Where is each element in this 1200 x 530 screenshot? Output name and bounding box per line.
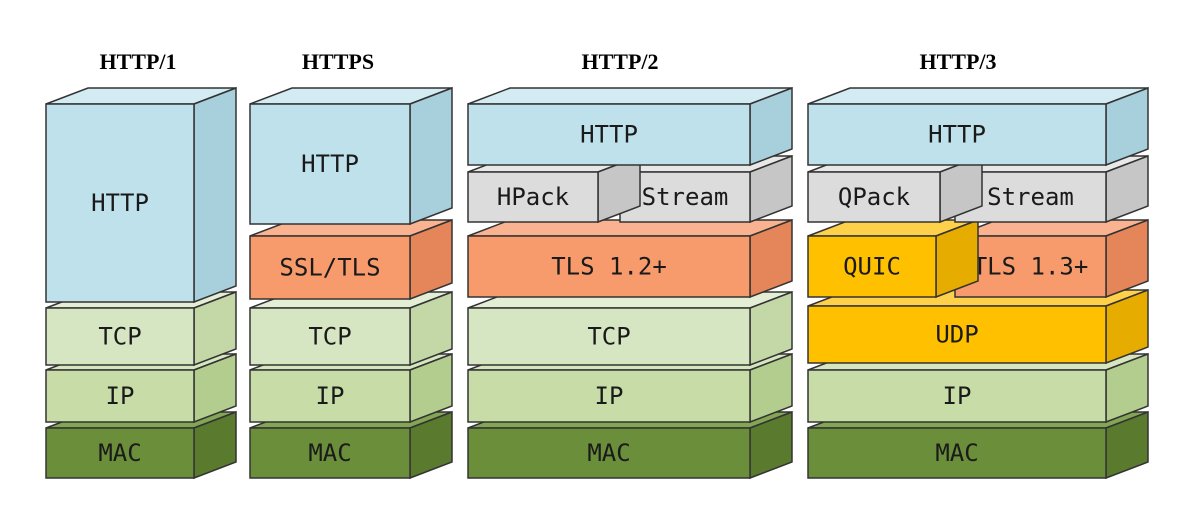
layer-block-http3-stream: Stream	[954, 154, 1149, 224]
layer-label-http2-ip: IP	[595, 382, 624, 410]
layer-label-http2-hpack: HPack	[497, 183, 570, 211]
stack-title-http2: HTTP/2	[581, 49, 658, 74]
layer-side-face	[193, 86, 237, 304]
layer-front-face	[249, 307, 411, 366]
layer-front-face	[249, 369, 411, 423]
layer-block-http2-stream: Stream	[619, 154, 793, 224]
layer-block-http3-qpack: QPack	[807, 154, 983, 224]
layer-top-face	[807, 87, 1149, 105]
layer-front-face	[807, 305, 1107, 364]
layer-block-http3-tls: TLS 1.3+	[954, 218, 1149, 299]
layer-block-https-tcp: TCP	[249, 290, 453, 367]
layer-label-https-ip: IP	[316, 382, 345, 410]
layer-block-https-ssl: SSL/TLS	[249, 218, 453, 301]
layer-block-http3-ip: IP	[807, 352, 1149, 424]
layer-front-face	[467, 369, 751, 423]
layer-front-face	[467, 427, 751, 479]
layer-block-http1-tcp: TCP	[45, 290, 237, 367]
layer-block-http2-tls: TLS 1.2+	[467, 218, 793, 299]
layer-side-face	[409, 86, 453, 226]
layer-front-face	[467, 171, 599, 223]
layer-front-face	[249, 103, 411, 225]
layer-label-http3-qpack: QPack	[838, 183, 911, 211]
layer-block-http3-http: HTTP	[807, 86, 1149, 167]
layer-front-face	[45, 103, 195, 303]
layer-label-http3-quic: QUIC	[843, 253, 901, 281]
layer-label-http2-http: HTTP	[580, 121, 638, 149]
layer-top-face	[467, 87, 793, 105]
layer-label-http3-stream: Stream	[987, 183, 1074, 211]
layer-block-https-http: HTTP	[249, 86, 453, 226]
layer-front-face	[807, 235, 937, 298]
layer-label-http3-mac: MAC	[935, 439, 978, 467]
layer-label-https-tcp: TCP	[308, 323, 351, 351]
layer-front-face	[807, 369, 1107, 423]
layer-label-http3-udp: UDP	[935, 321, 978, 349]
layer-label-http3-tls: TLS 1.3+	[973, 253, 1089, 281]
layer-label-http1-tcp: TCP	[98, 323, 141, 351]
layer-front-face	[249, 235, 411, 300]
layer-front-face	[807, 103, 1107, 166]
layer-label-http1-ip: IP	[106, 382, 135, 410]
layer-label-http2-tcp: TCP	[587, 323, 630, 351]
stack-title-http1: HTTP/1	[99, 49, 176, 74]
layer-label-http2-mac: MAC	[587, 439, 630, 467]
layer-block-http2-http: HTTP	[467, 86, 793, 167]
layer-front-face	[467, 307, 751, 366]
stack-title-http3: HTTP/3	[919, 49, 996, 74]
layer-block-http3-udp: UDP	[807, 288, 1149, 365]
layer-label-http2-tls: TLS 1.2+	[551, 253, 667, 281]
layer-front-face	[807, 171, 941, 223]
layer-front-face	[45, 369, 195, 423]
layer-label-http2-stream: Stream	[642, 183, 729, 211]
layer-label-http1-http: HTTP	[91, 189, 149, 217]
layer-label-https-ssl: SSL/TLS	[279, 254, 380, 282]
layer-block-http1-http: HTTP	[45, 86, 237, 304]
layer-label-https-mac: MAC	[308, 439, 351, 467]
layer-label-http3-http: HTTP	[928, 121, 986, 149]
layer-front-face	[954, 235, 1107, 298]
layer-block-http2-hpack: HPack	[467, 154, 641, 224]
layer-block-http3-quic: QUIC	[807, 218, 979, 299]
layer-front-face	[249, 427, 411, 479]
layer-front-face	[619, 171, 751, 223]
layer-front-face	[467, 103, 751, 166]
layer-front-face	[807, 427, 1107, 479]
layer-label-https-http: HTTP	[301, 150, 359, 178]
layer-front-face	[467, 235, 751, 298]
stack-title-https: HTTPS	[302, 49, 374, 74]
layer-block-http2-tcp: TCP	[467, 290, 793, 367]
layer-label-http1-mac: MAC	[98, 439, 141, 467]
layer-front-face	[45, 307, 195, 366]
layer-label-http3-ip: IP	[943, 382, 972, 410]
layer-front-face	[45, 427, 195, 479]
